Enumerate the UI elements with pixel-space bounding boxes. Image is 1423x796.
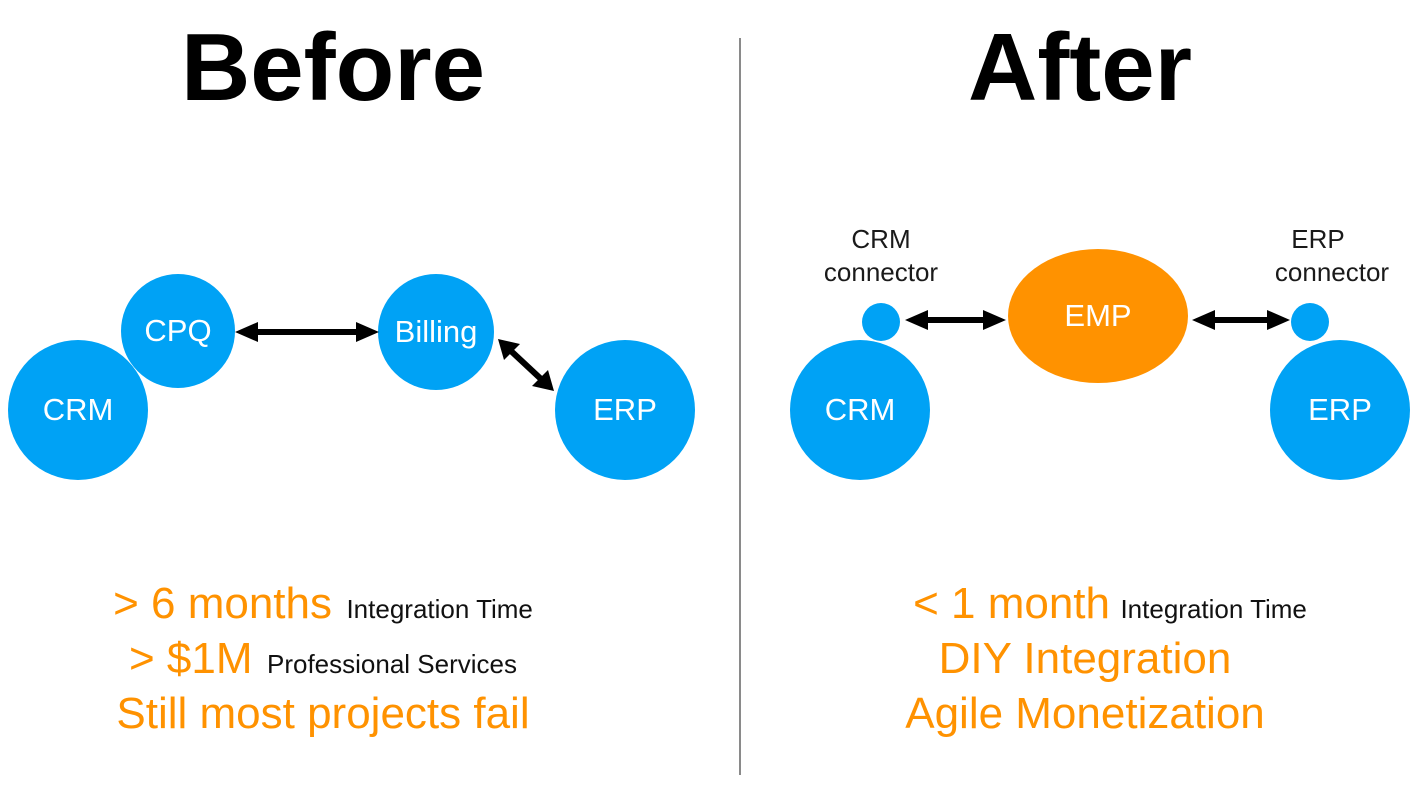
arrow-crmconnector-emp-icon	[905, 310, 1006, 330]
left-panel-stats: > 6 months Integration Time > $1M Profes…	[113, 579, 533, 738]
right-panel-stats: < 1 month Integration Time DIY Integrati…	[905, 579, 1307, 738]
right-stat-row-0: < 1 month Integration Time	[913, 579, 1307, 628]
left-stat-1-highlight: > $1M	[129, 634, 253, 683]
right-stat-2-highlight: Agile Monetization	[905, 689, 1265, 738]
left-stat-row-1: > $1M Professional Services	[129, 634, 517, 683]
arrow-cpq-billing-icon	[235, 322, 379, 342]
node-emp-label: EMP	[1064, 298, 1131, 333]
node-crm-after-label: CRM	[825, 392, 896, 427]
node-emp-shape[interactable]	[1008, 249, 1188, 383]
node-crm-after-shape[interactable]	[790, 340, 930, 480]
right-panel-nodes: CRM EMP ERP	[790, 249, 1410, 480]
node-erp-connector-shape[interactable]	[1291, 303, 1329, 341]
crm-connector-caption-line2: connector	[824, 257, 939, 287]
left-stat-1-note: Professional Services	[267, 649, 517, 679]
node-crm[interactable]: CRM	[8, 340, 148, 480]
arrow-billing-erp-icon	[498, 339, 554, 391]
node-billing-label: Billing	[395, 314, 478, 349]
right-panel-title: After	[968, 14, 1192, 121]
left-stat-row-0: > 6 months Integration Time	[113, 579, 533, 628]
node-erp-after-shape[interactable]	[1270, 340, 1410, 480]
right-stat-0-note: Integration Time	[1120, 594, 1306, 624]
node-erp[interactable]: ERP	[555, 340, 695, 480]
node-crm-connector-shape[interactable]	[862, 303, 900, 341]
arrow-emp-erpconnector-icon	[1192, 310, 1290, 330]
node-erp-shape[interactable]	[555, 340, 695, 480]
left-stat-2-highlight: Still most projects fail	[116, 689, 529, 738]
node-crm-label: CRM	[43, 392, 114, 427]
node-cpq-shape[interactable]	[121, 274, 235, 388]
node-billing[interactable]: Billing	[378, 274, 494, 390]
node-crm-shape[interactable]	[8, 340, 148, 480]
left-panel-arrows	[235, 322, 554, 391]
erp-connector-caption: ERP connector	[1275, 224, 1390, 287]
crm-connector-caption-line1: CRM	[851, 224, 910, 254]
node-emp[interactable]: EMP	[1008, 249, 1188, 383]
right-stat-row-1: DIY Integration	[939, 634, 1232, 683]
right-stat-row-2: Agile Monetization	[905, 689, 1265, 738]
node-erp-label: ERP	[593, 392, 657, 427]
node-erp-after[interactable]: ERP	[1270, 340, 1410, 480]
right-stat-0-highlight: < 1 month	[913, 579, 1110, 628]
node-cpq-label: CPQ	[144, 313, 211, 348]
node-erp-after-label: ERP	[1308, 392, 1372, 427]
erp-connector-caption-line1: ERP	[1291, 224, 1344, 254]
right-panel-arrows	[905, 310, 1290, 330]
left-stat-0-note: Integration Time	[346, 594, 532, 624]
erp-connector-caption-line2: connector	[1275, 257, 1390, 287]
left-stat-0-highlight: > 6 months	[113, 579, 332, 628]
node-cpq[interactable]: CPQ	[121, 274, 235, 388]
node-billing-shape[interactable]	[378, 274, 494, 390]
left-panel-nodes: CRM CPQ Billing ERP	[8, 274, 695, 480]
right-stat-1-highlight: DIY Integration	[939, 634, 1232, 683]
crm-connector-caption: CRM connector	[824, 224, 939, 287]
left-stat-row-2: Still most projects fail	[116, 689, 529, 738]
left-panel-title: Before	[181, 14, 485, 121]
node-crm-after[interactable]: CRM	[790, 340, 930, 480]
